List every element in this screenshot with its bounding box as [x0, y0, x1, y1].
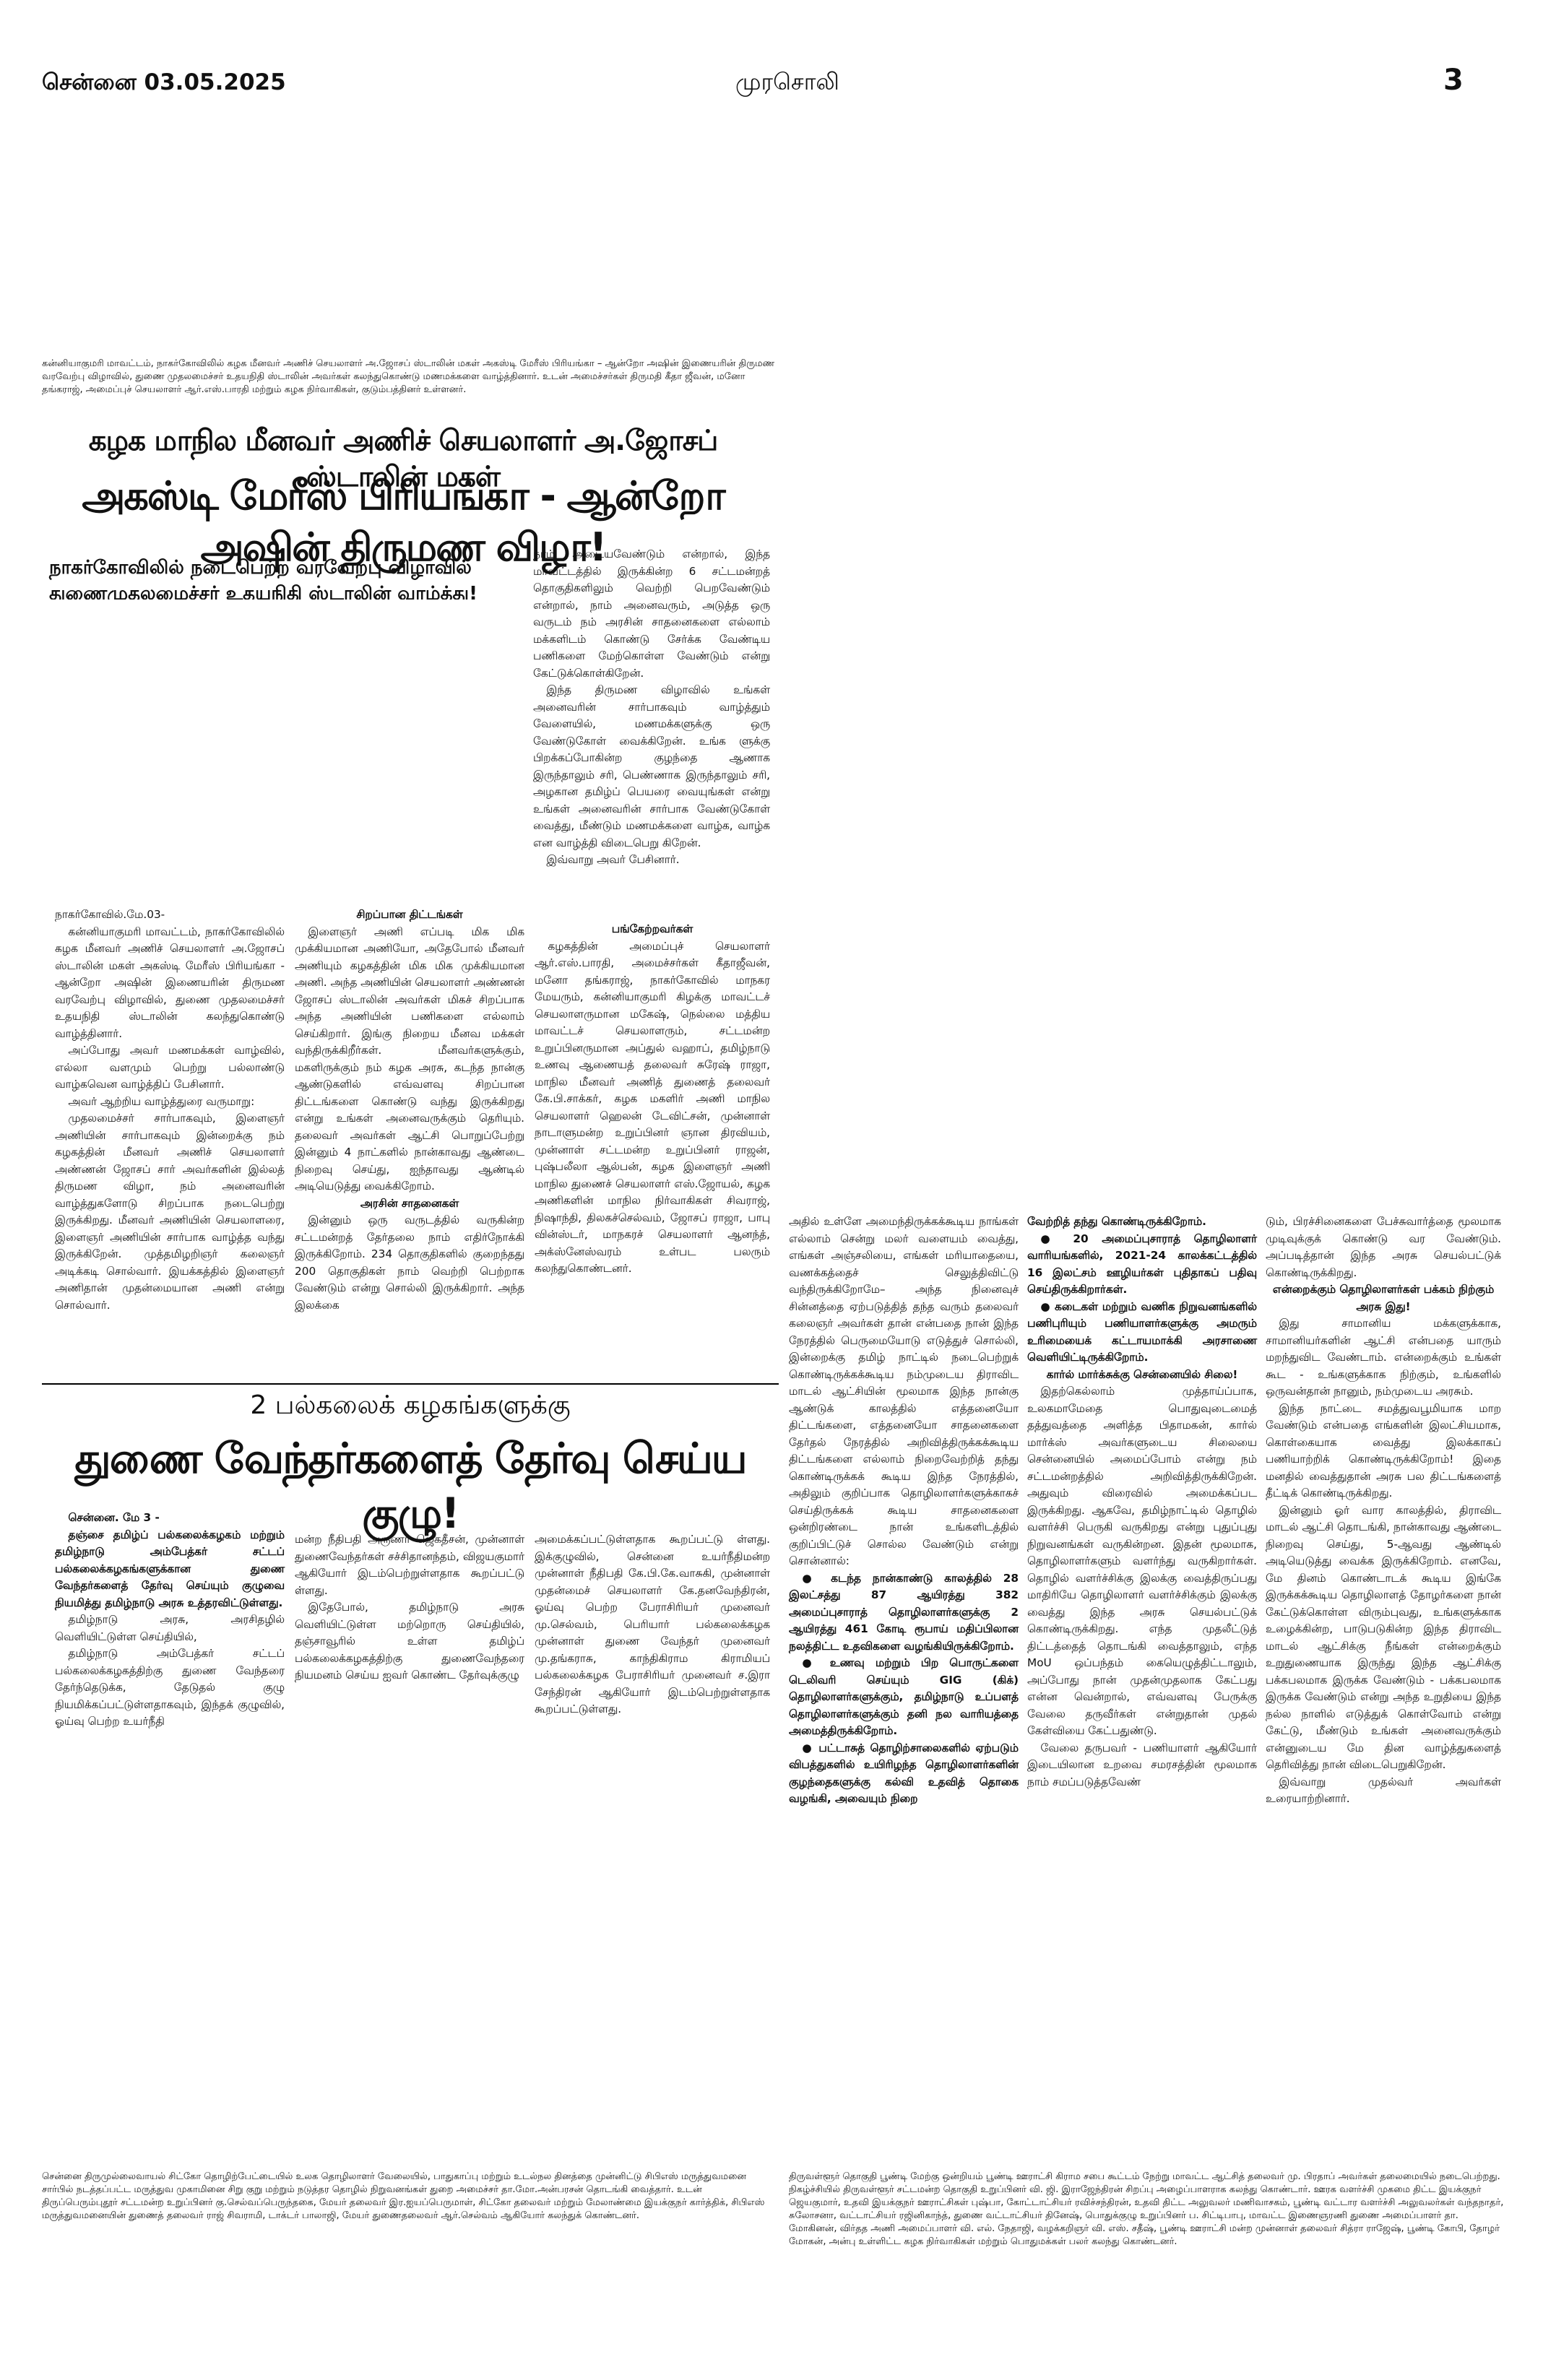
- paragraph: கன்னியாகுமரி மாவட்டம், நாகர்கோவிலில் கழக…: [55, 925, 285, 1040]
- subheading: பங்கேற்றவர்கள்: [611, 922, 693, 935]
- newspaper-name: முரசொலி: [735, 68, 839, 95]
- lead-paragraph: தஞ்சை தமிழ்ப் பல்கலைக்கழகம் மற்றும் தமிழ…: [55, 1528, 285, 1609]
- divider: [42, 1383, 779, 1385]
- story3-photo: [789, 549, 1504, 1199]
- subheading: என்றைக்கும் தொழிலாளர்கள் பக்கம் நிற்கும்…: [1272, 1283, 1495, 1313]
- wedding-photo: [42, 108, 779, 347]
- issue-date: சென்னை 03.05.2025: [42, 69, 286, 95]
- story2-column-2: மன்ற நீதிபதி அருணா ஜெகதீசன், முன்னாள் து…: [295, 1531, 524, 1684]
- paragraph: அமைக்கப்பட்டுள்ளதாக கூறப்பட்டு ள்ளது. இக…: [535, 1533, 770, 1715]
- bottom-right-caption: திருவள்ளூர் தொகுதி பூண்டி மேற்கு ஒன்றியம…: [789, 2171, 1504, 2247]
- paragraph: நாம் அடையவேண்டும் என்றால், இந்த மாவட்டத்…: [533, 548, 770, 680]
- story3-column-2: வேற்றித் தந்து கொண்டிருக்கிறோம். 20 அமைப…: [1027, 1213, 1257, 1791]
- paragraph: வேற்றித் தந்து கொண்டிருக்கிறோம்.: [1027, 1215, 1206, 1228]
- story1-headline: அகஸ்டி மேரீஸ் பிரியங்கா - ஆன்றோ அஷின் தி…: [82, 473, 725, 570]
- paragraph: கழகத்தின் அமைப்புச் செயலாளர் ஆர்.எஸ்.பார…: [535, 939, 770, 1276]
- bottom-left-photo: [42, 1878, 772, 2167]
- paragraph: முதலமைச்சர் சார்பாகவும், இளைஞர் அணியின் …: [55, 1112, 285, 1312]
- paragraph: இதற்கெல்லாம் முத்தாய்ப்பாக, உலகமாமேதை பொ…: [1027, 1385, 1257, 1737]
- subheading: அரசின் சாதனைகள்: [360, 1196, 459, 1210]
- story1-column-3: பங்கேற்றவர்கள் கழகத்தின் அமைப்புச் செயலா…: [535, 921, 770, 1278]
- photo-caption: கன்னியாகுமரி மாவட்டம், நாகர்கோவிலில் கழக…: [42, 358, 775, 395]
- paragraph: மன்ற நீதிபதி அருணா ஜெகதீசன், முன்னாள் து…: [295, 1533, 524, 1597]
- paragraph: இவ்வாறு அவர் பேசினார்.: [546, 853, 680, 866]
- paragraph: இந்த திருமண விழாவில் உங்கள் அனைவரின் சார…: [533, 683, 770, 849]
- paragraph: வேலை தருபவர் - பணியாளர் ஆகியோர் இடையிலான…: [1027, 1741, 1257, 1788]
- paragraph: இந்த நாட்டை சமத்துவபூமியாக மாற வேண்டும் …: [1266, 1401, 1501, 1500]
- paragraph: தமிழ்நாடு அரசு, அரசிதழில் வெளியிட்டுள்ள …: [55, 1613, 285, 1643]
- paragraph: தமிழ்நாடு அம்பேத்கர் சட்டப் பல்கலைக்கழகத…: [55, 1647, 285, 1728]
- bullet-point: கடந்த நான்காண்டு காலத்தில் 28 இலட்சத்து …: [789, 1570, 1019, 1656]
- subheading: கார்ல் மார்க்சுக்கு சென்னையில் சிலை!: [1046, 1367, 1238, 1381]
- paragraph: இன்னும் ஒரு வருடத்தில் வருகின்ற சட்டமன்ற…: [295, 1213, 524, 1312]
- story1-photo: [42, 600, 519, 903]
- paragraph: டும், பிரச்சினைகளை பேச்சுவார்த்தை மூலமாக…: [1266, 1215, 1501, 1279]
- story1-column-1: நாகர்கோவில்.மே.03- கன்னியாகுமரி மாவட்டம்…: [55, 906, 285, 1314]
- story1-column-2: சிறப்பான திட்டங்கள் இளைஞர் அணி எப்படி மி…: [295, 906, 524, 1314]
- masthead: சென்னை 03.05.2025 முரசொலி 3: [42, 64, 1501, 101]
- bullet-point: பட்டாசுத் தொழிற்சாலைகளில் ஏற்படும் விபத்…: [789, 1740, 1019, 1808]
- bottom-left-caption: சென்னை திருமுல்லைவாயல் சிட்கோ தொழிற்பேட்…: [42, 2171, 765, 2221]
- dateline: சென்னை. மே 3 -: [68, 1511, 160, 1524]
- story2-column-1: சென்னை. மே 3 - தஞ்சை தமிழ்ப் பல்கலைக்கழக…: [55, 1510, 285, 1731]
- bullet-point: கடைகள் மற்றும் வணிக நிறுவனங்களில் பணிபுர…: [1027, 1299, 1257, 1367]
- paragraph: இதேபோல், தமிழ்நாடு அரசு வெளியிட்டுள்ள மற…: [295, 1601, 524, 1682]
- subhead-line-1: நாகர்கோவிலில் நடைபெற்ற வரவேற்பு விழாவில்: [49, 557, 472, 579]
- story1-kicker: கழக மாநில மீனவர் அணிச் செயலாளர் அ.ஜோசப் …: [88, 425, 719, 493]
- dateline: நாகர்கோவில்.மே.03-: [55, 908, 165, 921]
- paragraph: அதில் உள்ளே அமைந்திருக்கக்கூடிய நாங்கள் …: [789, 1215, 1019, 1567]
- bullet-point: 20 அமைப்புசாராத் தொழிலாளர் வாரியங்களில்,…: [1027, 1231, 1257, 1299]
- story1-subhead: நாகர்கோவிலில் நடைபெற்ற வரவேற்பு விழாவில்…: [49, 555, 519, 607]
- bottom-right-photo: [789, 1878, 1504, 2167]
- page-number: 3: [1443, 64, 1464, 97]
- story3-column-3: டும், பிரச்சினைகளை பேச்சுவார்த்தை மூலமாக…: [1266, 1213, 1501, 1808]
- story3-column-1: அதில் உள்ளே அமைந்திருக்கக்கூடிய நாங்கள் …: [789, 1213, 1019, 1808]
- paragraph: அப்போது அவர் மணமக்கள் வாழ்வில், எல்லா வள…: [55, 1044, 285, 1091]
- paragraph: இவ்வாறு முதல்வர் அவர்கள் உரையாற்றினார்.: [1266, 1775, 1501, 1806]
- paragraph: இன்னும் ஓர் வார காலத்தில், திராவிட மாடல்…: [1266, 1503, 1501, 1772]
- story2-headline: துணை வேந்தர்களைத் தேர்வு செய்ய குழு!: [74, 1434, 747, 1538]
- paragraph: இது சாமானிய மக்களுக்காக, சாமானியர்களின் …: [1266, 1317, 1501, 1398]
- paragraph: இளைஞர் அணி எப்படி மிக மிக முக்கியமான அணி…: [295, 925, 524, 1193]
- subheading: சிறப்பான திட்டங்கள்: [356, 908, 463, 921]
- paragraph: அவர் ஆற்றிய வாழ்த்துரை வருமாறு:: [68, 1094, 255, 1108]
- story2-kicker: 2 பல்கலைக் கழகங்களுக்கு: [250, 1390, 571, 1420]
- bullet-point: உணவு மற்றும் பிற பொருட்களை டெலிவரி செய்ய…: [789, 1655, 1019, 1740]
- story1-column-top-right: நாம் அடையவேண்டும் என்றால், இந்த மாவட்டத்…: [533, 546, 770, 869]
- story2-column-3: அமைக்கப்பட்டுள்ளதாக கூறப்பட்டு ள்ளது. இக…: [535, 1531, 770, 1718]
